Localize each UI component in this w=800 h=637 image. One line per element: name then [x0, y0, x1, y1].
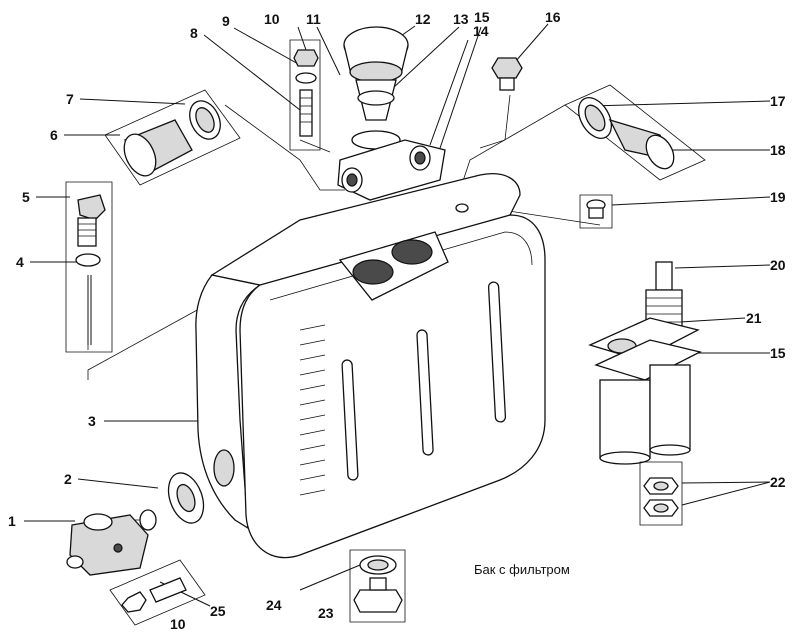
- label-25: 25: [210, 603, 226, 619]
- label-10-top: 10: [264, 11, 280, 27]
- label-10-bottom: 10: [170, 616, 186, 632]
- label-4: 4: [16, 254, 24, 270]
- part-8-9-10-stud: [289, 39, 321, 151]
- label-5: 5: [22, 189, 30, 205]
- fuel-tank: [195, 173, 546, 559]
- label-15-top: 15: [474, 9, 490, 25]
- part-4-5-frame: [65, 181, 113, 353]
- part-1-drain-valve: [66, 509, 157, 576]
- leader-lines: [24, 23, 771, 607]
- label-22: 22: [770, 474, 786, 490]
- part-23-24-drain-plug: [349, 549, 406, 623]
- label-18: 18: [770, 142, 786, 158]
- label-17: 17: [770, 93, 786, 109]
- part-16-plug: [491, 57, 523, 91]
- part-20-21-filter: [588, 261, 702, 465]
- part-6-7-frame: [104, 89, 241, 186]
- label-3: 3: [88, 413, 96, 429]
- label-12: 12: [415, 11, 431, 27]
- part-19-plug: [579, 194, 613, 229]
- part-11-14-filler-cap: [337, 26, 446, 201]
- diagram-caption: Бак с фильтром: [474, 562, 570, 577]
- label-23: 23: [318, 605, 334, 621]
- label-6: 6: [50, 127, 58, 143]
- part-17-18-frame: [564, 84, 706, 181]
- part-22-nuts: [639, 461, 683, 526]
- label-8: 8: [190, 25, 198, 41]
- part-2-gasket: [167, 472, 205, 524]
- callout-labels: 1 2 3 4 5 6 7 8 9 10 11 12 13 14 15 16 1…: [8, 9, 786, 632]
- label-2: 2: [64, 471, 72, 487]
- label-20: 20: [770, 257, 786, 273]
- label-16: 16: [545, 9, 561, 25]
- label-21: 21: [746, 310, 762, 326]
- label-14: 14: [473, 23, 489, 39]
- label-7: 7: [66, 91, 74, 107]
- label-11: 11: [306, 11, 321, 27]
- label-1: 1: [8, 513, 16, 529]
- label-19: 19: [770, 189, 786, 205]
- part-25-bolt: [109, 559, 206, 626]
- label-9: 9: [222, 13, 230, 29]
- label-24: 24: [266, 597, 282, 613]
- label-15-right: 15: [770, 345, 786, 361]
- label-13: 13: [453, 11, 469, 27]
